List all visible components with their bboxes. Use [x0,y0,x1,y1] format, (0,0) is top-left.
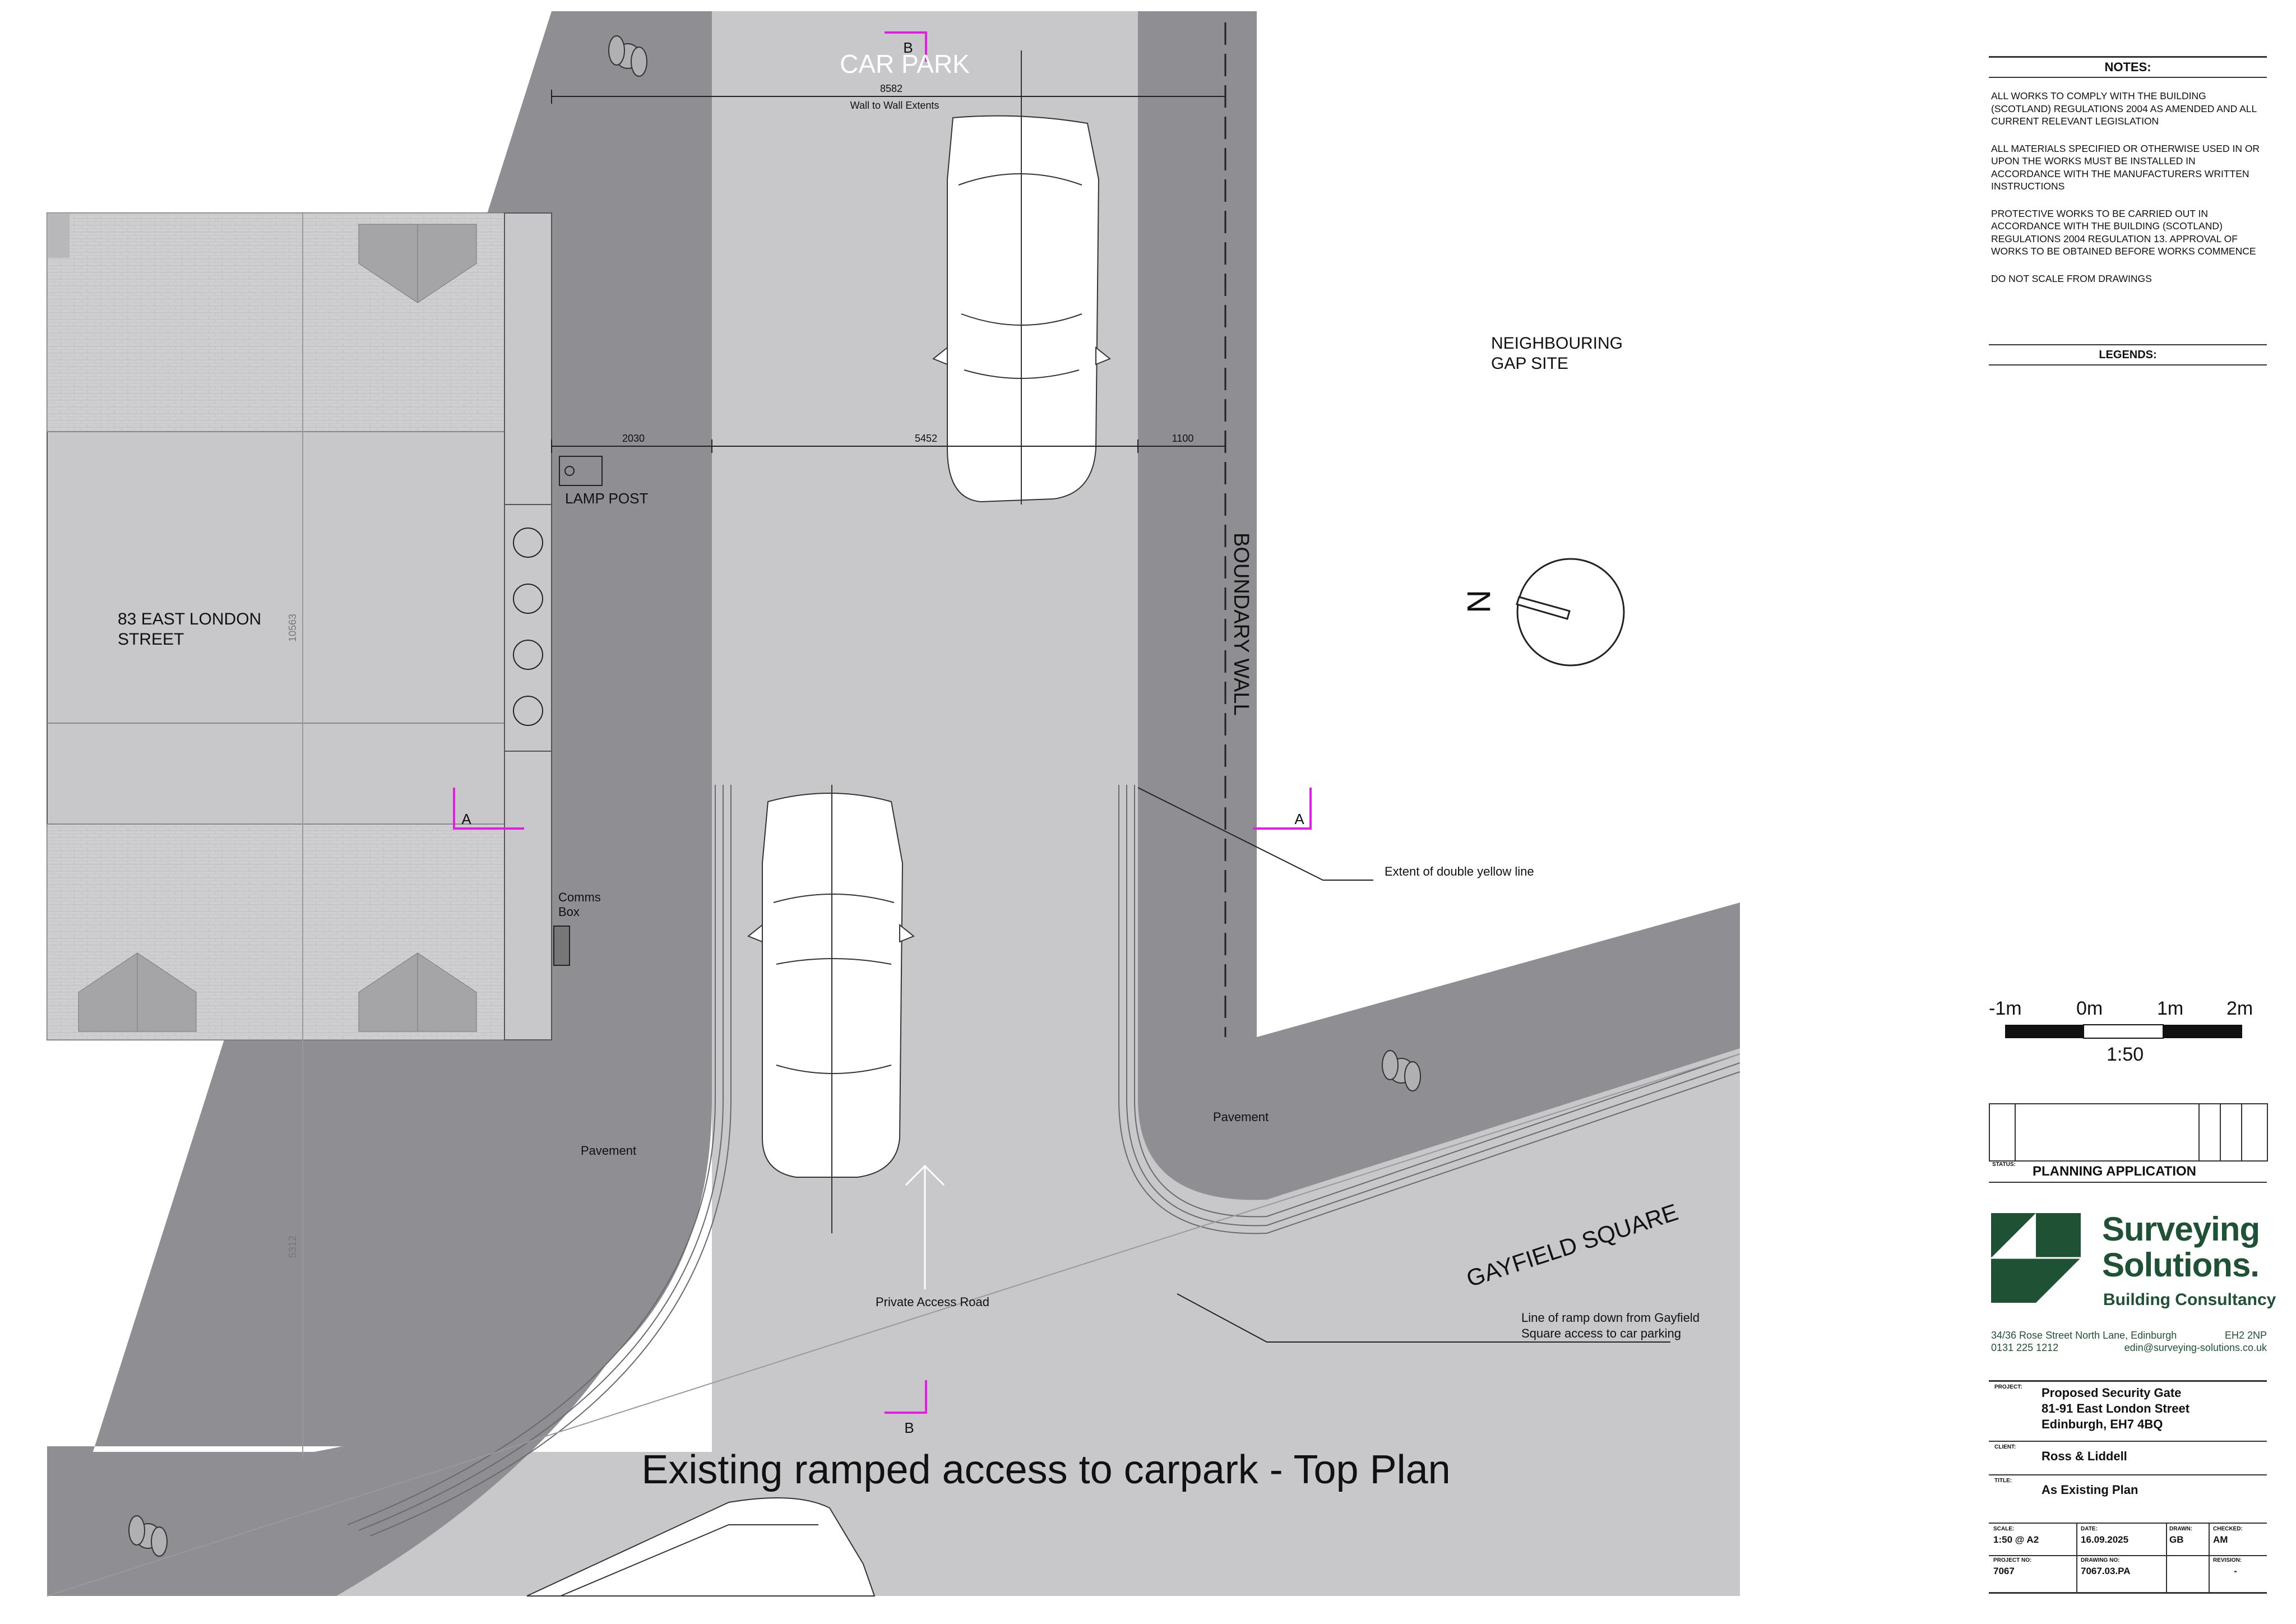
project-line-2: 81-91 East London Street [2042,1401,2190,1415]
company-phone: 0131 225 1212 [1991,1342,2059,1353]
brand-name-line1: Surveying [2102,1210,2260,1248]
section-b-top: B [903,39,913,56]
revision-label: REVISION: [2213,1557,2242,1563]
legends-heading: LEGENDS: [1989,344,2267,365]
access-direction-arrow [905,1164,945,1289]
dimension-vertical-1: 10563 [287,614,298,642]
left-pavement-bottom [47,1037,712,1596]
bollard-strip [504,212,552,1040]
section-b-bottom: B [904,1419,914,1436]
date-label: DATE: [2081,1526,2098,1532]
ramp-edge-lines [47,785,1740,1597]
drawn-value: GB [2169,1534,2184,1545]
note-2: ALL MATERIALS SPECIFIED OR OTHERWISE USE… [1991,142,2260,192]
scale-label: SCALE: [1993,1526,2015,1532]
scale-label-0m: 0m [2076,998,2103,1019]
checked-value: AM [2213,1534,2228,1545]
building-label-line2: STREET [118,630,184,649]
dimension-overall-note: Wall to Wall Extents [850,100,939,111]
lamp-post-symbol [559,456,603,486]
status-label: STATUS: [1992,1162,2016,1168]
drawn-label: DRAWN: [2169,1526,2193,1532]
client-value: Ross & Liddell [2042,1449,2127,1463]
project-no-value: 7067 [1993,1566,2015,1576]
scale-label-1m: 1m [2157,998,2184,1019]
scale-label-2m: 2m [2226,998,2253,1019]
project-no-label: PROJECT NO: [1993,1557,2032,1563]
note-1: ALL WORKS TO COMPLY WITH THE BUILDING (S… [1991,90,2257,127]
scale-ratio: 1:50 [2107,1044,2144,1065]
dimension-middle: 5452 [915,433,937,444]
plan-title: Existing ramped access to carpark - Top … [641,1447,1450,1492]
revision-value: - [2234,1566,2237,1576]
lamp-post-label: LAMP POST [565,490,648,507]
section-markers [453,31,1312,1414]
title-label: TITLE: [1994,1478,2012,1484]
project-line-1: Proposed Security Gate [2042,1386,2182,1400]
pavement-label-left: Pavement [581,1144,636,1158]
comms-box-label-line2: Box [558,905,580,919]
address-postcode: EH2 2NP [2224,1330,2267,1341]
title-value: As Existing Plan [2042,1483,2138,1497]
address-street: 34/36 Rose Street North Lane, Edinburgh [1991,1330,2177,1341]
date-value: 16.09.2025 [2081,1534,2129,1545]
general-notes: ALL WORKS TO COMPLY WITH THE BUILDING (S… [1991,90,2266,299]
car-park-label: CAR PARK [840,49,970,78]
right-pavement [1138,11,1740,1200]
drawing-info-grid: SCALE: 1:50 @ A2 DATE: 16.09.2025 DRAWN:… [1989,1523,2267,1594]
drawing-no-value: 7067.03.PA [2081,1566,2131,1576]
pavement-label-right: Pavement [1213,1110,1269,1124]
note-3: PROTECTIVE WORKS TO BE CARRIED OUT IN AC… [1991,207,2256,257]
neighbouring-label-line1: NEIGHBOURING [1491,334,1623,353]
scale-value: 1:50 @ A2 [1993,1534,2039,1545]
company-address: 34/36 Rose Street North Lane, Edinburgh … [1991,1330,2267,1354]
client-label: CLIENT: [1994,1444,2016,1450]
leader-lines [1137,787,1670,1343]
checked-label: CHECKED: [2213,1526,2243,1532]
boundary-wall-label: BOUNDARY WALL [1229,533,1253,716]
company-email: edin@surveying-solutions.co.uk [2124,1342,2267,1353]
dimension-right: 1100 [1172,433,1194,444]
surveying-solutions-logo-icon [1991,1213,2081,1303]
section-a-right: A [1294,811,1304,827]
parked-car-bottom [747,785,915,1233]
project-label: PROJECT: [1994,1384,2022,1390]
dimension-overall: 8582 [880,83,902,94]
private-road-label: Private Access Road [876,1295,989,1309]
drawing-no-label: DRAWING NO: [2081,1557,2120,1563]
dimension-lines [551,90,1226,453]
neighbouring-label-line2: GAP SITE [1491,354,1568,373]
pedestrian-symbols [128,35,1421,1557]
comms-box-label-line1: Comms [558,890,601,904]
parked-car-top [932,50,1111,505]
notes-heading: NOTES: [1989,56,2267,78]
dimension-left: 2030 [622,433,645,444]
ramp-note-line1: Line of ramp down from Gayfield [1521,1311,1700,1325]
site-plan-drawing: CAR PARK B B A A 8582 Wall to Wall Exten… [47,11,1740,1597]
north-arrow-symbol [1516,558,1625,667]
status-row: STATUS: PLANNING APPLICATION [1989,1159,2267,1183]
dimension-vertical-2: 5312 [287,1236,298,1258]
project-line-3: Edinburgh, EH7 4BQ [2042,1417,2163,1431]
scale-bar [2005,1024,2242,1039]
north-label: N [1460,590,1497,613]
parked-car-partial [526,1497,876,1597]
brand-tagline: Building Consultancy [2103,1290,2276,1309]
status-value: PLANNING APPLICATION [2033,1164,2196,1179]
double-yellow-label: Extent of double yellow line [1385,864,1534,878]
revision-table [1989,1103,2268,1162]
brand-name-line2: Solutions. [2102,1246,2260,1284]
section-a-left: A [461,811,471,827]
building-label-line1: 83 EAST LONDON [118,610,261,628]
building-83-east-london-street [47,212,505,1458]
scale-label-minus-1m: -1m [1989,998,2022,1019]
note-4: DO NOT SCALE FROM DRAWINGS [1991,272,2152,284]
comms-box-symbol [553,926,570,966]
ramp-note-line2: Square access to car parking [1521,1326,1681,1340]
